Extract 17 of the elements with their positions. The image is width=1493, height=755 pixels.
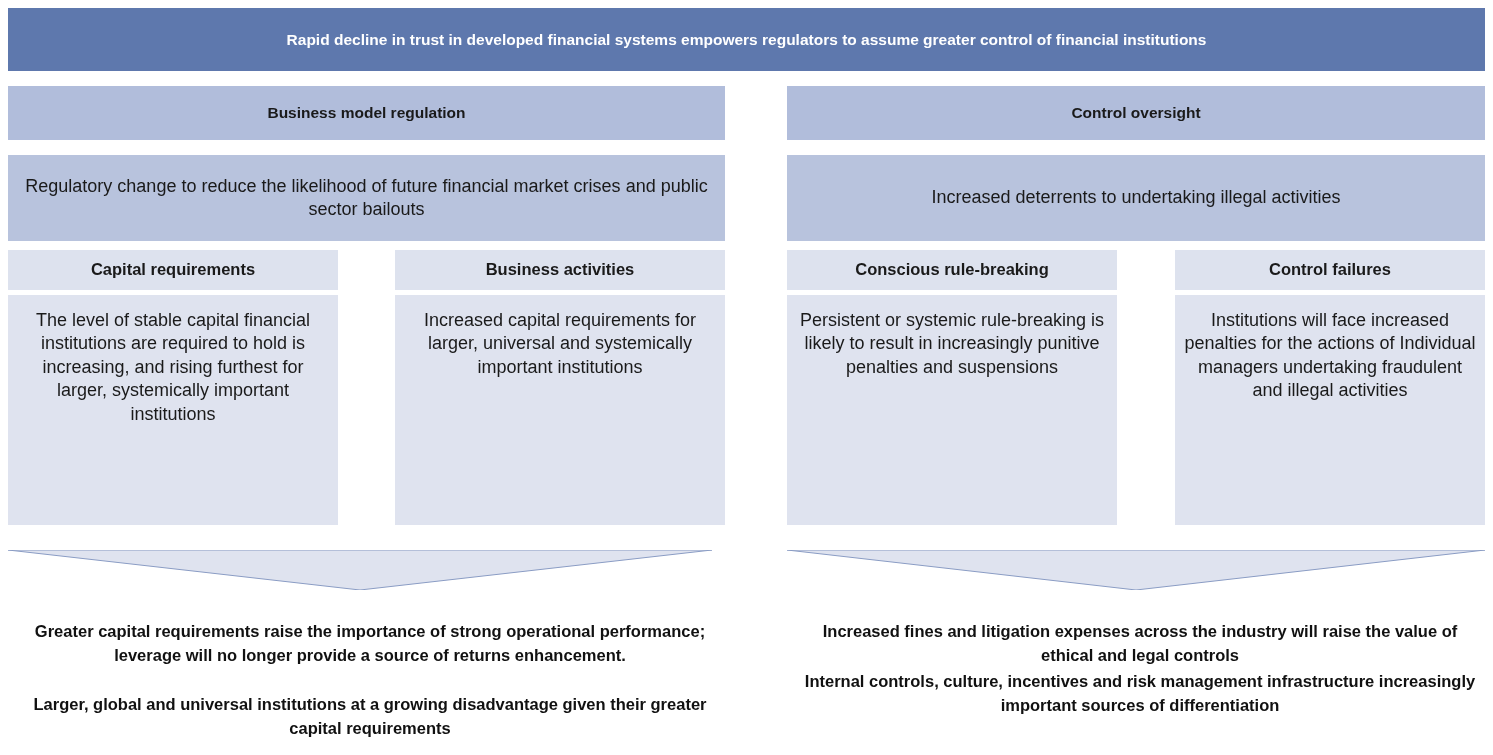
conclusion-text: Greater capital requirements raise the importance of strong operational performance; leverage will no longer provide a source of returns enhancement. [33, 621, 707, 666]
section-header: Business model regulation [8, 86, 725, 140]
conclusion-text: Larger, global and universal institutions at a growing disadvantage given their greater capital requirements [32, 694, 708, 739]
description-box: Increased capital requirements for larger, universal and systemically important institutions [395, 295, 725, 525]
conclusion-text: Internal controls, culture, incentives and risk management infrastructure increasingly important sources of differentiation [803, 671, 1477, 716]
title-banner: Rapid decline in trust in developed financial systems empowers regulators to assume greater control of financial institutions [8, 8, 1485, 71]
description-box: Persistent or systemic rule-breaking is likely to result in increasingly punitive penalties and suspensions [787, 295, 1117, 525]
description-box: The level of stable capital financial institutions are required to hold is increasing, and rising furthest for larger, systemically important institutions [8, 295, 338, 525]
conclusion-text: Increased fines and litigation expenses across the industry will raise the value of ethical and legal controls [821, 621, 1459, 666]
column-header: Conscious rule-breaking [787, 250, 1117, 290]
summary-box: Increased deterrents to undertaking illegal activities [787, 155, 1485, 241]
column-header: Control failures [1175, 250, 1485, 290]
column-header: Capital requirements [8, 250, 338, 290]
summary-box: Regulatory change to reduce the likelihood of future financial market crises and public sector bailouts [8, 155, 725, 241]
description-box: Institutions will face increased penalties for the actions of Individual managers undertaking fraudulent and illegal activities [1175, 295, 1485, 525]
column-header: Business activities [395, 250, 725, 290]
section-header: Control oversight [787, 86, 1485, 140]
